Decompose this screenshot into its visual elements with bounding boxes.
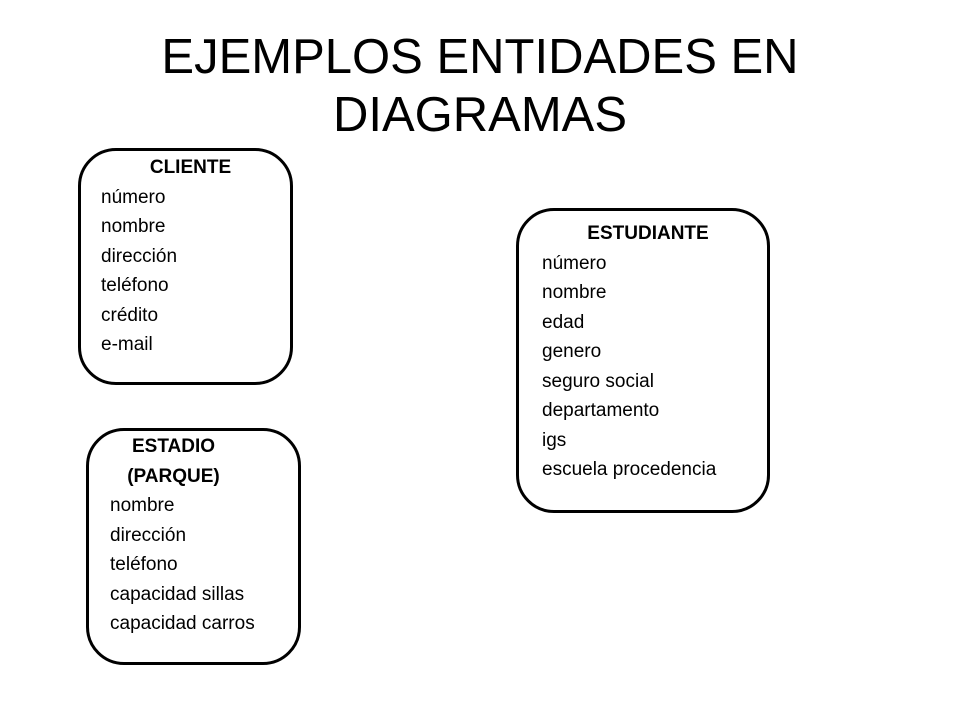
entity-box-cliente: CLIENTE número nombre dirección teléfono… xyxy=(78,148,293,385)
entity-box-estadio: ESTADIO (PARQUE) nombre dirección teléfo… xyxy=(86,428,301,665)
slide-title: EJEMPLOS ENTIDADES EN DIAGRAMAS xyxy=(0,28,960,144)
entity-name: CLIENTE xyxy=(149,157,232,178)
attribute-item: capacidad carros xyxy=(110,613,255,634)
attribute-item: número xyxy=(542,252,607,274)
attribute-item: dirección xyxy=(110,524,187,546)
attribute-item: teléfono xyxy=(110,554,178,575)
attribute-list: número nombre dirección teléfono crédito… xyxy=(81,183,290,360)
attribute-item: teléfono xyxy=(101,275,169,296)
entity-name: ESTUDIANTE xyxy=(587,223,709,244)
attribute-list: número nombre edad genero seguro social … xyxy=(519,249,767,485)
attribute-item: genero xyxy=(542,341,602,362)
entity-box-estudiante: ESTUDIANTE número nombre edad genero seg… xyxy=(516,208,770,513)
attribute-item: nombre xyxy=(542,282,607,303)
attribute-item: escuela procedencia xyxy=(542,459,717,480)
attribute-list: nombre dirección teléfono capacidad sill… xyxy=(89,491,298,639)
attribute-item: e-mail xyxy=(101,334,153,355)
attribute-item: dirección xyxy=(101,245,178,267)
attribute-item: nombre xyxy=(110,495,175,516)
attribute-item: igs xyxy=(542,429,567,451)
attribute-item: departamento xyxy=(542,400,660,421)
attribute-item: número xyxy=(101,186,166,208)
attribute-item: capacidad sillas xyxy=(110,583,245,605)
attribute-item: seguro social xyxy=(542,370,654,392)
entity-name: ESTADIO (PARQUE) xyxy=(127,436,220,487)
attribute-item: crédito xyxy=(101,304,159,326)
slide-title-line-1: EJEMPLOS ENTIDADES EN xyxy=(161,30,799,84)
slide-title-line-2: DIAGRAMAS xyxy=(332,88,628,142)
attribute-item: nombre xyxy=(101,216,166,237)
attribute-item: edad xyxy=(542,311,585,333)
